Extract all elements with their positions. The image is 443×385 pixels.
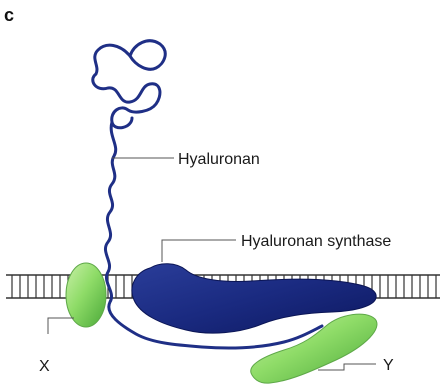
label-hyaluronan-synthase: Hyaluronan synthase bbox=[241, 233, 391, 250]
label-y: Y bbox=[383, 357, 394, 374]
protein-y bbox=[251, 314, 377, 383]
label-x: X bbox=[39, 358, 50, 375]
protein-x bbox=[66, 263, 106, 327]
label-hyaluronan: Hyaluronan bbox=[178, 151, 260, 168]
panel-label: c bbox=[4, 5, 14, 25]
